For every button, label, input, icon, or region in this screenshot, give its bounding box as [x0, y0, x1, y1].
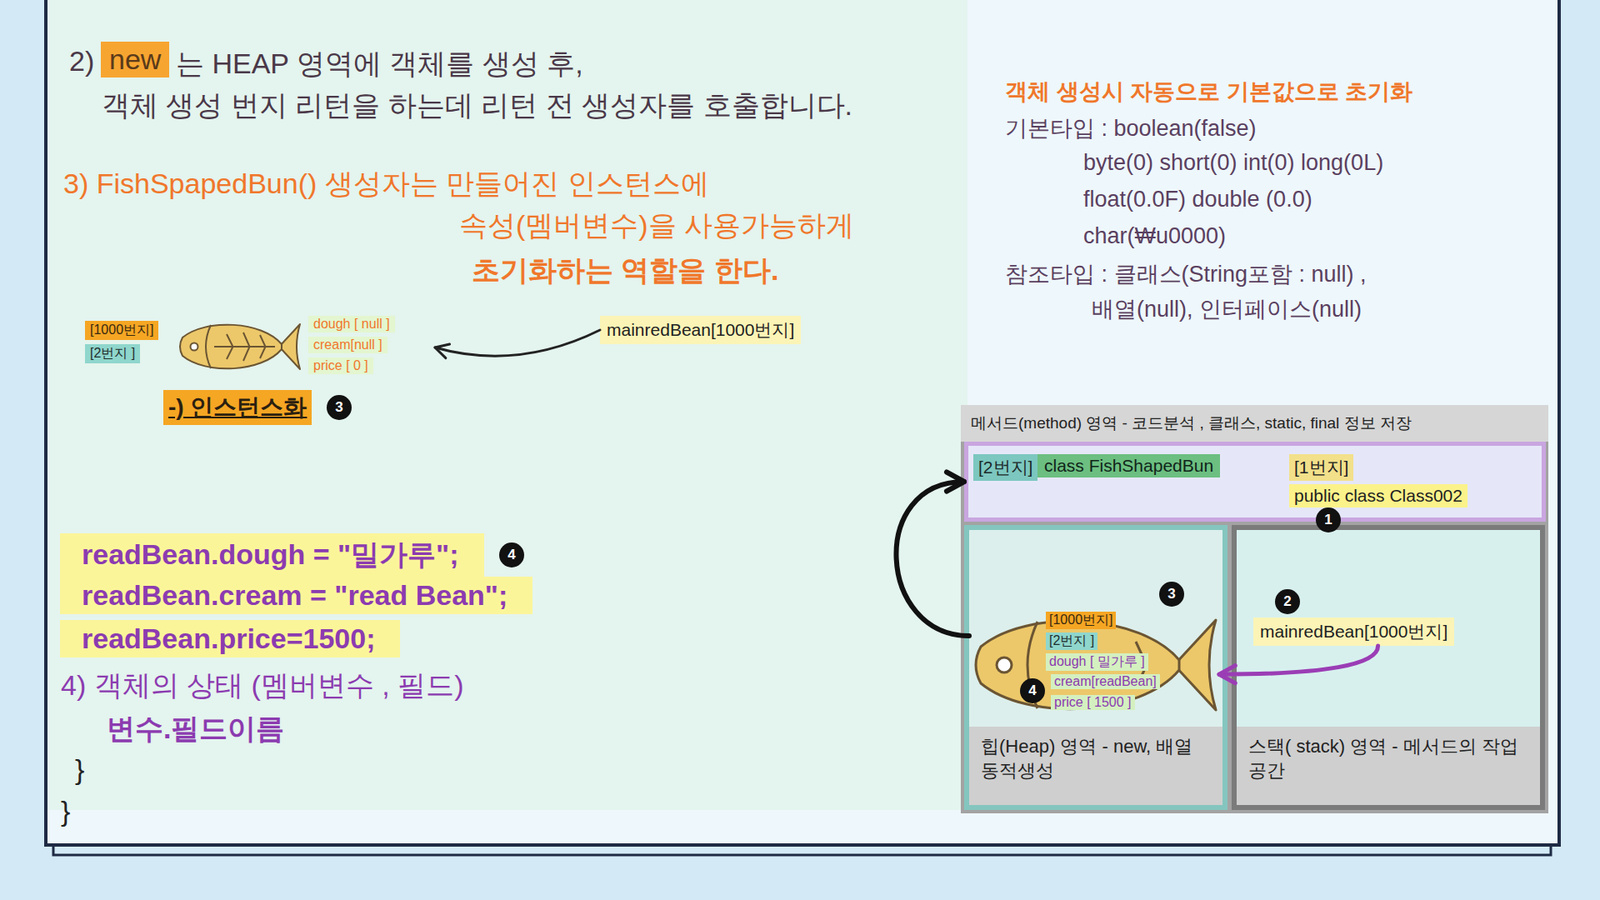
- node-text: 힙(Heap) 영역 - new, 배열 동적생성: [969, 726, 1223, 805]
- node-text: 스택( stack) 영역 - 메서드의 작업공간: [1236, 726, 1540, 805]
- node-text: redBean[: [645, 320, 716, 340]
- page-panel: [45, 0, 1560, 845]
- arrow-head: [1219, 665, 1235, 684]
- reference-variable: mainredBean[1000번지]: [600, 315, 801, 345]
- connector-arrow: [896, 471, 970, 636]
- callout-number: 2: [1275, 589, 1300, 615]
- node-text: main: [1260, 621, 1299, 642]
- callout-number: 1: [1315, 507, 1341, 533]
- callout-number: 4: [1020, 678, 1045, 704]
- fish-small: [180, 324, 300, 370]
- connector-line: [1219, 645, 1379, 675]
- node-text: ]: [789, 320, 795, 340]
- node-text: public class Class002: [1289, 484, 1468, 508]
- node-text: cream[null ]: [308, 336, 388, 354]
- annotation-text: 변수.필드이름: [106, 710, 285, 749]
- node-text: redBean[: [1298, 621, 1370, 642]
- callout-number: 3: [326, 395, 352, 420]
- node-text: 메서드(method) 영역 - 코드분석 , 클래스, static, fin…: [960, 405, 1549, 442]
- node-text: [1번지]: [1289, 454, 1354, 481]
- node-text: [2번지]: [973, 454, 1038, 481]
- annotation-text: new: [100, 41, 170, 78]
- arrow-head: [946, 471, 965, 491]
- left-panel: [47, 0, 968, 810]
- annotation-text: readBean.price=1500;: [60, 620, 400, 658]
- stack-variable: mainredBean[1000번지]: [1253, 617, 1455, 646]
- connector-line: [435, 330, 600, 356]
- annotation-text: }: [60, 795, 70, 828]
- annotation-text: 참조타입 : 클래스(String포함 : null) ,: [1005, 259, 1367, 290]
- annotation-text: -) 인스턴스화: [163, 390, 312, 425]
- memory-panel: 메서드(method) 영역 - 코드분석 , 클래스, static, fin…: [960, 405, 1549, 814]
- node-text: [1000번지]: [1045, 611, 1116, 630]
- node-text: [2번지 ]: [85, 344, 140, 364]
- connector-arrow: [1219, 645, 1379, 684]
- stack-area: 스택( stack) 영역 - 메서드의 작업공간 mainredBean[100…: [1231, 525, 1545, 810]
- annotation-text: 객체 생성 번지 리턴을 하는데 리턴 전 생성자를 호출합니다.: [101, 86, 853, 125]
- node-text: dough [ null ]: [308, 315, 395, 333]
- node-text: price [ 0 ]: [308, 357, 374, 375]
- annotation-text: readBean.cream = "read Bean";: [60, 576, 533, 615]
- node-text: 1000번지: [1369, 620, 1444, 644]
- annotation-text: 2): [69, 45, 95, 78]
- callout-number: 3: [1159, 581, 1185, 607]
- annotation-text: 는 HEAP 영역에 객체를 생성 후,: [175, 45, 584, 84]
- annotation-text: 배열(null), 인터페이스(null): [1091, 294, 1362, 325]
- callout-number: 4: [499, 542, 525, 568]
- annotation-text: 초기화하는 역할을 한다.: [471, 251, 779, 290]
- node-text: ]: [1442, 621, 1448, 642]
- node-text: [1000번지]: [85, 320, 159, 340]
- node-text: main: [606, 320, 645, 340]
- annotation-text: 3) FishSpapedBun() 생성자는 만들어진 인스턴스에: [63, 165, 710, 204]
- annotation-text: byte(0) short(0) int(0) long(0L): [1083, 150, 1384, 176]
- annotation-text: 4) 객체의 상태 (멤버변수 , 필드): [60, 666, 465, 705]
- annotation-text: 기본타입 : boolean(false): [1005, 113, 1257, 144]
- annotation-text: float(0.0F) double (0.0): [1083, 186, 1313, 213]
- node-text: dough [ 밀가루 ]: [1045, 653, 1149, 671]
- annotation-text: }: [75, 753, 85, 786]
- node-text: price [ 1500 ]: [1050, 695, 1135, 710]
- method-area: [2번지]class FishShapedBun [1번지] public clas…: [964, 441, 1546, 522]
- connector-line: [896, 481, 970, 636]
- arrow-head: [435, 344, 450, 359]
- fish-large: [975, 620, 1216, 710]
- node-text: [2번지 ]: [1045, 632, 1098, 650]
- annotation-text: char(₩u0000): [1083, 223, 1226, 250]
- connector-arrow: [435, 330, 600, 359]
- annotation-text: 객체 생성시 자동으로 기본값으로 초기화: [1005, 76, 1413, 107]
- annotation-text: 속성(멤버변수)을 사용가능하게: [459, 206, 855, 245]
- node-text: 1000번지: [715, 318, 790, 342]
- annotation-text: readBean.dough = "밀가루";: [60, 533, 485, 577]
- node-text: cream[readBean]: [1050, 674, 1160, 690]
- node-text: class FishShapedBun: [1037, 454, 1220, 478]
